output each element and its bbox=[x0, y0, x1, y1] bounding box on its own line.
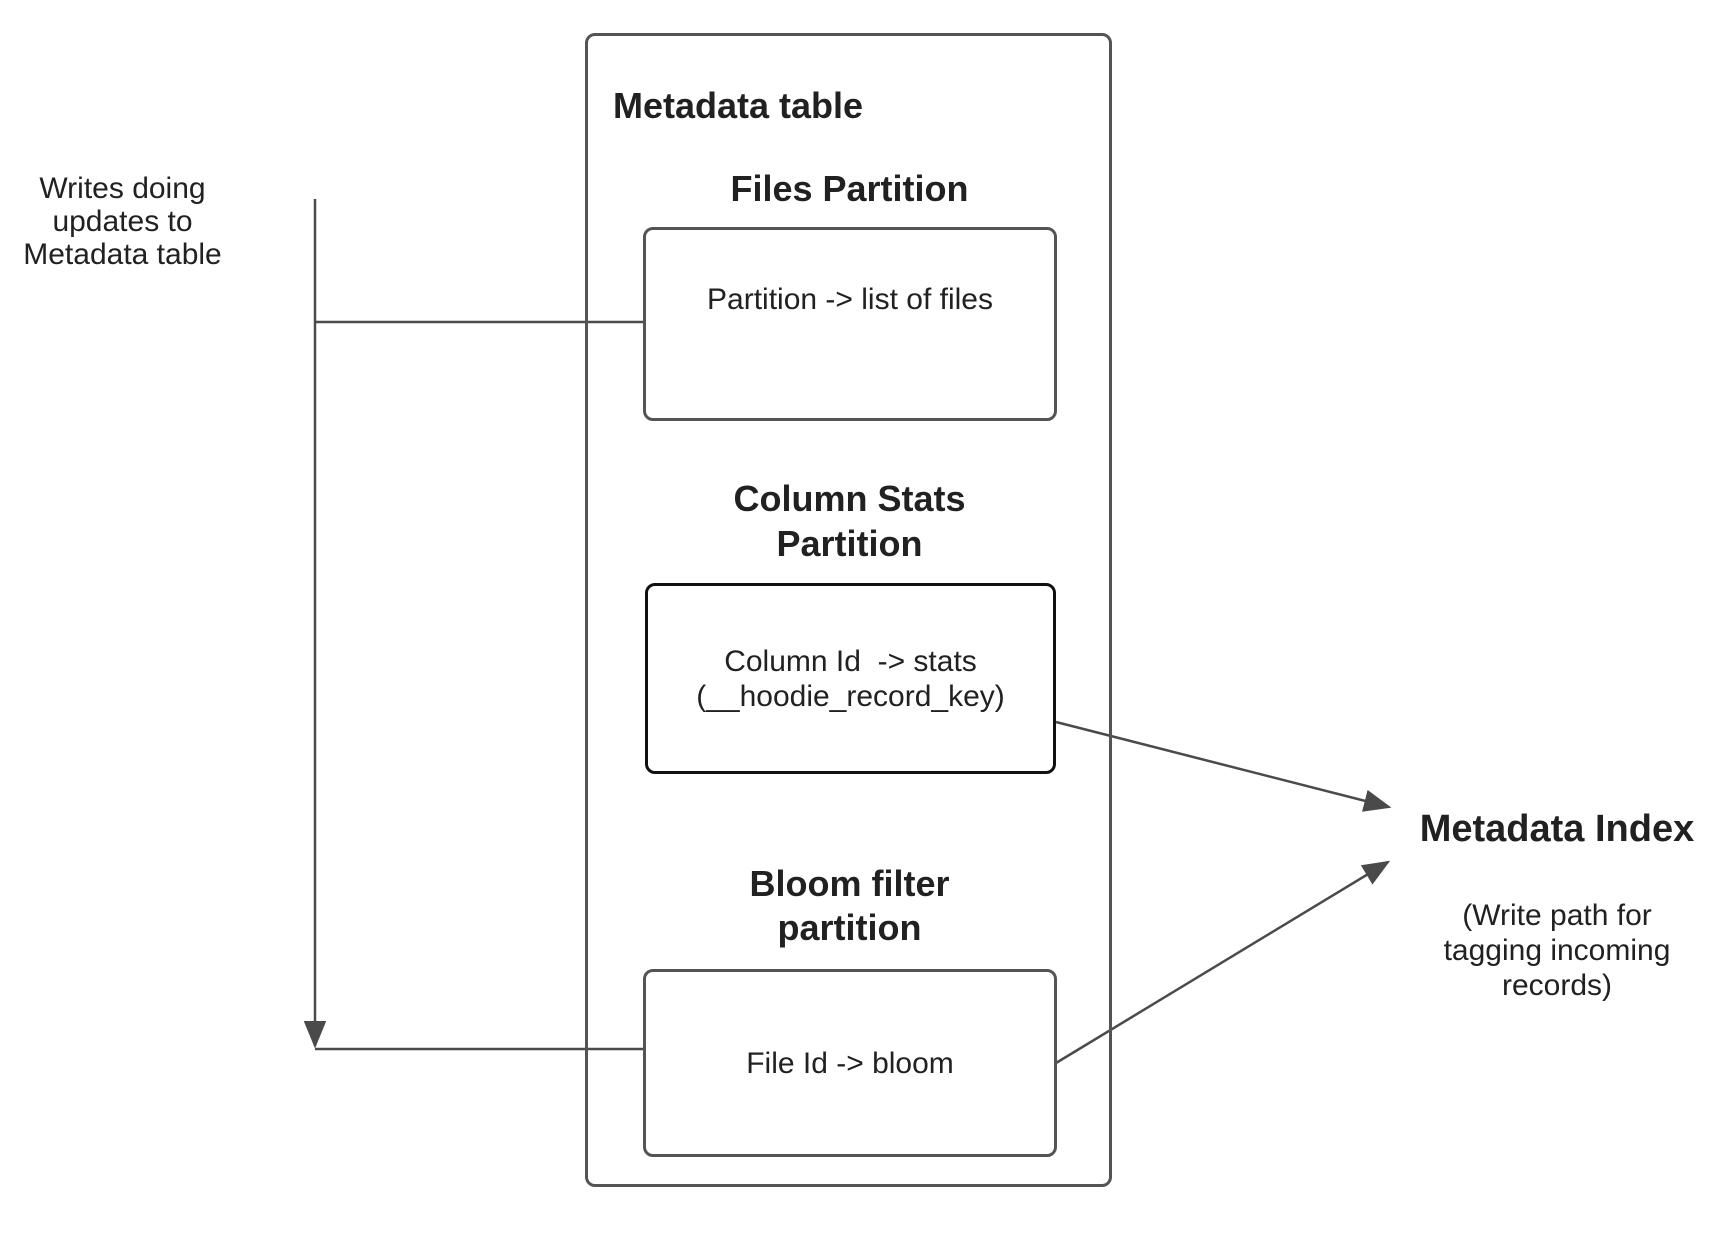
metadata-table-box bbox=[585, 33, 1112, 1187]
files-partition-heading: Files Partition bbox=[730, 168, 969, 209]
metadata-table-title: Metadata table bbox=[613, 85, 864, 126]
bloom-filter-partition-mapping: File Id -> bloom bbox=[746, 1046, 954, 1080]
metadata-index-title: Metadata Index bbox=[1419, 808, 1695, 850]
bloom-filter-partition-heading: Bloom filter partition bbox=[749, 863, 950, 948]
column-stats-partition-mapping: Column Id -> stats (__hoodie_record_key) bbox=[696, 644, 1005, 713]
files-partition-box: Partition -> list of files bbox=[643, 227, 1057, 421]
metadata-index-subtitle: (Write path for tagging incoming records… bbox=[1443, 899, 1671, 1002]
bloom-filter-partition-box: File Id -> bloom bbox=[643, 969, 1057, 1157]
writes-note-label: Writes doing updates to Metadata table bbox=[23, 172, 222, 271]
column-stats-partition-box: Column Id -> stats (__hoodie_record_key) bbox=[645, 583, 1056, 774]
files-partition-mapping: Partition -> list of files bbox=[707, 282, 993, 316]
column-stats-partition-heading: Column Stats Partition bbox=[733, 478, 966, 564]
